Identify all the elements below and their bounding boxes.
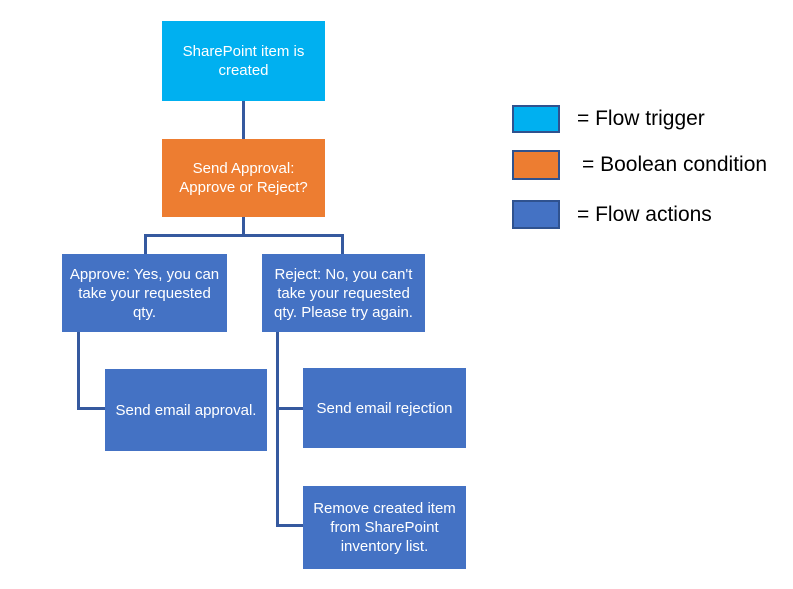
flow-actions-swatch — [512, 200, 560, 229]
connector-condition-stem — [242, 217, 245, 237]
connector-approve-to-email-approval — [77, 407, 105, 410]
connector-approve-down — [77, 332, 80, 410]
node-sharepoint-item-created: SharePoint item is created — [162, 21, 325, 101]
legend-label-boolean-condition: = Boolean condition — [582, 153, 768, 176]
flow-trigger-swatch — [512, 105, 560, 133]
boolean-condition-swatch — [512, 150, 560, 180]
legend-label-flow-actions: = Flow actions — [577, 202, 712, 226]
node-send-email-approval: Send email approval. — [105, 369, 267, 451]
node-send-approval-condition: Send Approval: Approve or Reject? — [162, 139, 325, 217]
node-reject-branch: Reject: No, you can't take your requeste… — [262, 254, 425, 332]
connector-reject-to-remove-item — [276, 524, 303, 527]
connector-trigger-to-condition — [242, 101, 245, 139]
node-approve-branch: Approve: Yes, you can take your requeste… — [62, 254, 227, 332]
legend-label-flow-trigger: = Flow trigger — [577, 107, 705, 130]
node-remove-created-item: Remove created item from SharePoint inve… — [303, 486, 466, 569]
legend-row-boolean-condition: = Boolean condition — [512, 150, 767, 180]
legend-row-flow-actions: = Flow actions — [512, 200, 712, 229]
connector-branch-left-stub — [144, 234, 147, 255]
connector-branch-horizontal — [144, 234, 344, 237]
connector-reject-down — [276, 332, 279, 527]
connector-reject-to-email-rejection — [276, 407, 303, 410]
connector-branch-right-stub — [341, 234, 344, 255]
node-send-email-rejection: Send email rejection — [303, 368, 466, 448]
legend-row-flow-trigger: = Flow trigger — [512, 105, 705, 133]
